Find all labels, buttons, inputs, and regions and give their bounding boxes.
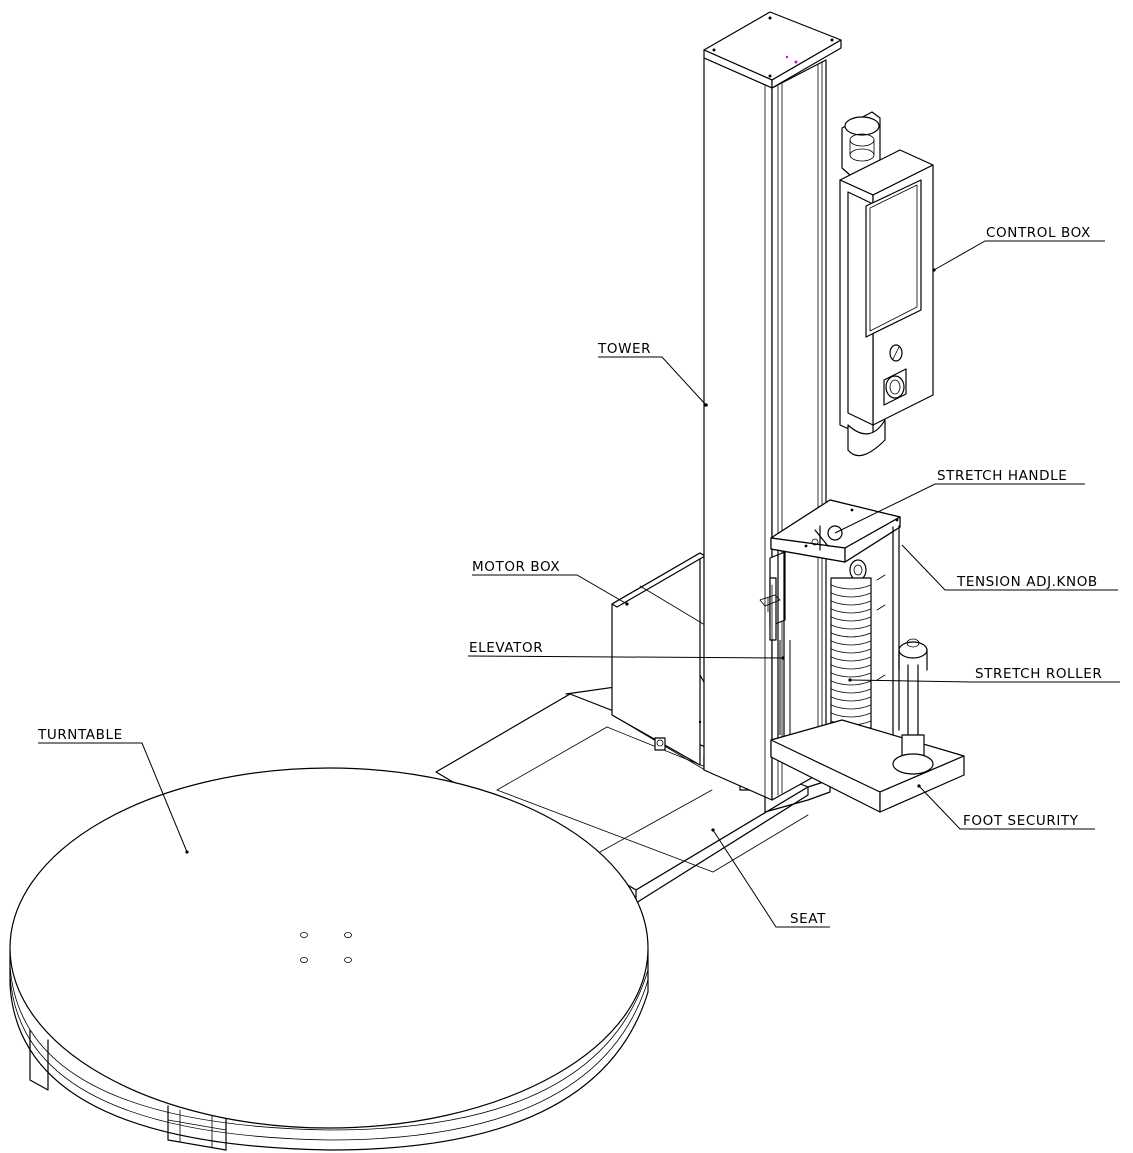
label-foot-security: FOOT SECURITY xyxy=(963,813,1079,829)
turntable xyxy=(9,767,649,1151)
label-turntable: TURNTABLE xyxy=(37,727,123,743)
label-elevator: ELEVATOR xyxy=(469,640,543,656)
callout-seat: SEAT xyxy=(711,828,830,928)
motor-box xyxy=(611,552,706,771)
label-stretch-roller: STRETCH ROLLER xyxy=(975,666,1102,682)
tower xyxy=(703,11,842,801)
label-motor-box: MOTOR BOX xyxy=(472,559,560,575)
control-box xyxy=(839,111,936,457)
label-stretch-handle: STRETCH HANDLE xyxy=(937,468,1067,484)
callout-tower: TOWER xyxy=(597,341,707,406)
label-seat: SEAT xyxy=(790,911,826,927)
label-control-box: CONTROL BOX xyxy=(986,225,1091,241)
foot-security xyxy=(770,638,965,813)
callout-stretch-handle: STRETCH HANDLE xyxy=(834,468,1085,534)
label-tension-adj-knob: TENSION ADJ.KNOB xyxy=(956,574,1098,590)
label-tower: TOWER xyxy=(597,341,651,357)
callout-foot-security: FOOT SECURITY xyxy=(918,785,1095,830)
callout-elevator: ELEVATOR xyxy=(467,640,784,659)
callout-control-box: CONTROL BOX xyxy=(933,225,1105,271)
carriage xyxy=(770,499,901,767)
callout-tension-adj-knob: TENSION ADJ.KNOB xyxy=(901,544,1118,591)
callout-stretch-roller: STRETCH ROLLER xyxy=(849,666,1120,683)
callout-turntable: TURNTABLE xyxy=(37,727,188,853)
callout-motor-box: MOTOR BOX xyxy=(472,559,628,605)
